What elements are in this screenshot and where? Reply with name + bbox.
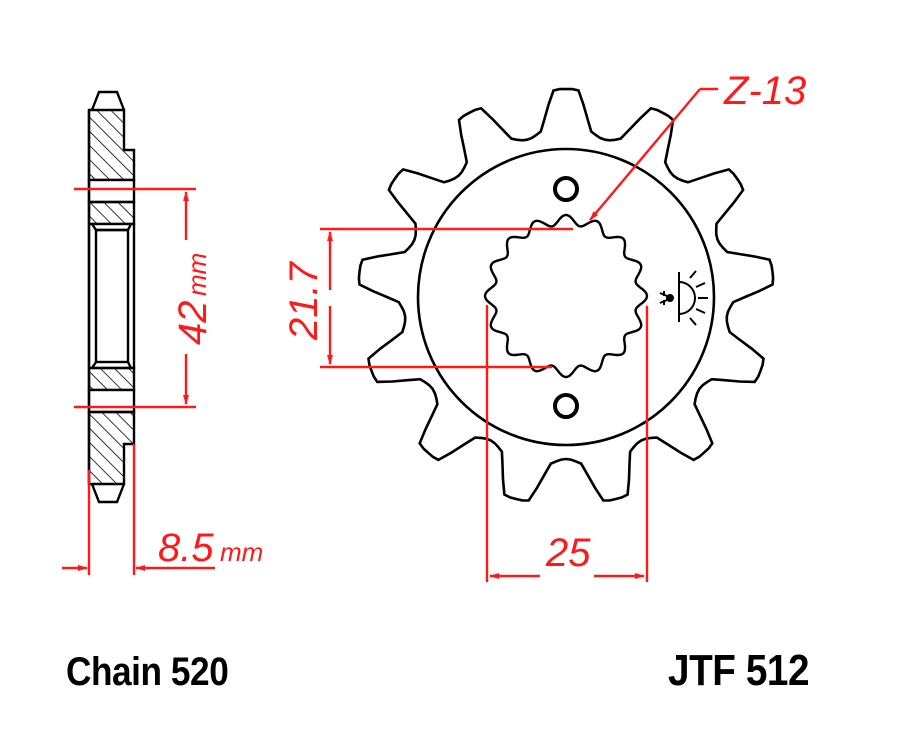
spline-width-label: 25 — [545, 531, 591, 575]
side-view — [87, 90, 136, 504]
bolt-hole-top — [553, 176, 579, 202]
hub-diameter-unit: mm — [182, 253, 212, 296]
lamp-sun-icon — [659, 270, 708, 326]
bolt-hole-bottom — [553, 393, 579, 419]
thickness-unit: mm — [220, 537, 263, 567]
front-dimensions — [320, 87, 718, 582]
hub-diameter-label: 42 — [171, 301, 215, 346]
front-view — [357, 87, 775, 502]
sprocket-outline — [357, 87, 775, 502]
side-dimensions — [62, 187, 215, 575]
spline-height-label: 21.7 — [282, 260, 326, 341]
teeth-count-label: Z-13 — [723, 69, 806, 113]
chain-size-label: Chain 520 — [66, 650, 229, 694]
thickness-label: 8.5 — [158, 526, 214, 570]
spline-bore — [483, 213, 649, 379]
part-number-label: JTF 512 — [668, 646, 810, 695]
